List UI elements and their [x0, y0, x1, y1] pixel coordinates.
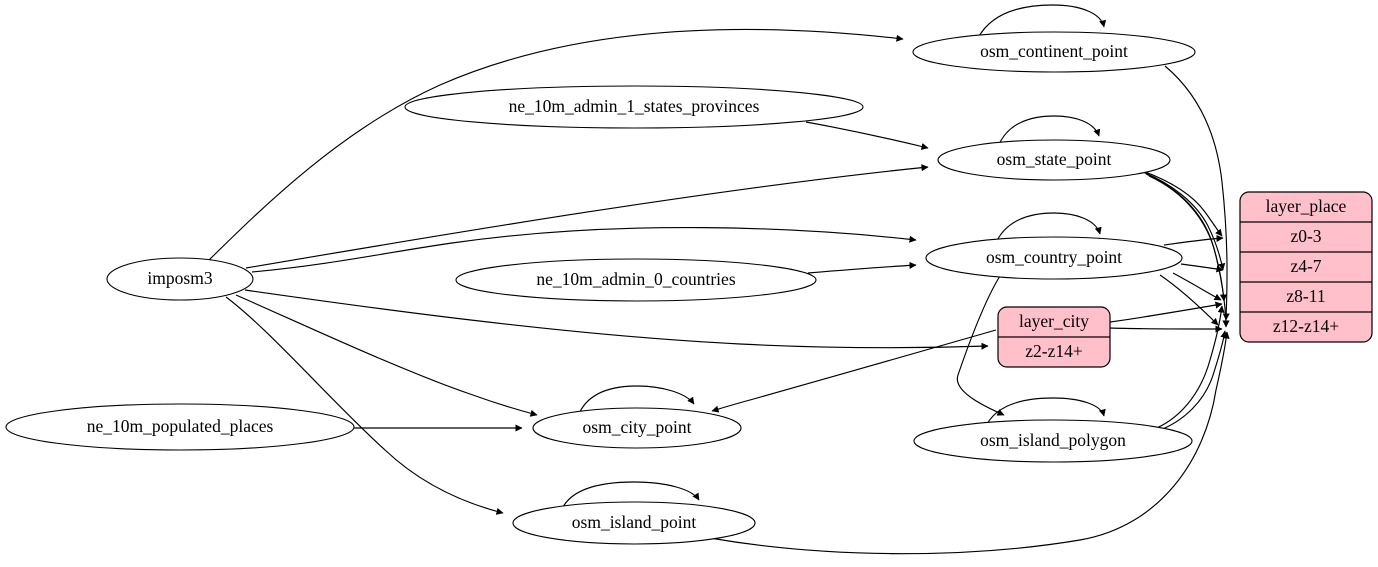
- record-header-layer_city: layer_city: [1019, 311, 1089, 331]
- edge-layer_city_z2_14-to-layer_place_z12_14: [1109, 325, 1223, 333]
- edge-imposm3-to-osm_city_point: [235, 294, 538, 417]
- node-imposm3[interactable]: imposm3: [106, 257, 254, 301]
- node-label-ne_10m_admin_1_states_provinces: ne_10m_admin_1_states_provinces: [509, 96, 760, 116]
- edge-imposm3-to-osm_state_point: [245, 164, 929, 269]
- node-shape-osm_island_polygon: [913, 419, 1193, 463]
- edge-osm_island_polygon-to-layer_place_z12_14: [1154, 330, 1228, 433]
- node-label-osm_continent_point: osm_continent_point: [980, 41, 1128, 61]
- node-label-osm_island_polygon: osm_island_polygon: [980, 430, 1126, 450]
- node-label-ne_10m_populated_places: ne_10m_populated_places: [87, 416, 274, 436]
- node-shape-ne_10m_populated_places: [5, 403, 355, 451]
- node-label-osm_state_point: osm_state_point: [997, 149, 1112, 169]
- edge-self-loop-osm_country_point: [994, 212, 1102, 246]
- edge-osm_country_point-to-layer_place_z4_7: [1180, 263, 1224, 273]
- edge-osm_country_point-to-layer_place_z12_14: [1159, 274, 1219, 326]
- record-row-layer_place_z12_14[interactable]: z12-z14+: [1273, 316, 1339, 336]
- edge-layer: [207, 4, 1230, 555]
- edge-osm_state_point-to-layer_place_z4_7: [1142, 171, 1226, 271]
- node-shape-ne_10m_admin_1_states_provinces: [404, 85, 864, 129]
- record-header-layer_place: layer_place: [1266, 196, 1347, 216]
- edge-imposm3-to-osm_continent_point: [207, 28, 904, 262]
- node-shape-osm_state_point: [937, 139, 1171, 181]
- node-osm_city_point[interactable]: osm_city_point: [532, 407, 742, 449]
- record-row-layer_place_z0_3[interactable]: z0-3: [1290, 226, 1321, 246]
- node-label-ne_10m_admin_0_countries: ne_10m_admin_0_countries: [536, 269, 735, 289]
- record-layer_place[interactable]: layer_place z0-3 z4-7 z8-11 z12-z14+: [1239, 191, 1373, 343]
- node-osm_state_point[interactable]: osm_state_point: [937, 139, 1171, 181]
- edge-self-loop-osm_city_point: [577, 385, 695, 417]
- node-shape-osm_city_point: [532, 407, 742, 449]
- edge-osm_country_point-to-osm_island_polygon: [956, 275, 1005, 416]
- node-ne_10m_admin_0_countries[interactable]: ne_10m_admin_0_countries: [455, 258, 817, 302]
- node-osm_island_point[interactable]: osm_island_point: [512, 501, 756, 545]
- node-shape-osm_country_point: [925, 236, 1183, 280]
- edge-osm_island_polygon-to-layer_place_z8_11: [1151, 305, 1225, 431]
- edge-osm_continent_point-to-layer_place_z12_14: [1164, 65, 1230, 321]
- edge-osm_country_point-to-layer_place_z0_3: [1163, 234, 1224, 246]
- record-row-layer_place_z8_11[interactable]: z8-11: [1286, 286, 1325, 306]
- node-layer: osm_continent_point ne_10m_admin_1_states…: [5, 31, 1196, 545]
- node-ne_10m_populated_places[interactable]: ne_10m_populated_places: [5, 403, 355, 451]
- edge-self-loop-osm_continent_point: [977, 4, 1107, 39]
- node-shape-imposm3: [106, 257, 254, 301]
- node-ne_10m_admin_1_states_provinces[interactable]: ne_10m_admin_1_states_provinces: [404, 85, 864, 129]
- record-layer_city[interactable]: layer_city z2-z14+: [997, 306, 1111, 368]
- edge-layer_city_z2_14-to-osm_city_point: [711, 329, 997, 413]
- node-osm_country_point[interactable]: osm_country_point: [925, 236, 1183, 280]
- node-label-osm_island_point: osm_island_point: [572, 512, 697, 532]
- node-osm_island_polygon[interactable]: osm_island_polygon: [913, 419, 1193, 463]
- edge-self-loop-osm_island_polygon: [984, 397, 1106, 429]
- node-shape-ne_10m_admin_0_countries: [455, 258, 817, 302]
- node-shape-osm_island_point: [512, 501, 756, 545]
- node-shape-osm_continent_point: [912, 31, 1196, 73]
- edge-self-loop-osm_island_point: [560, 481, 700, 512]
- edge-osm_island_point-to-layer_place_z12_14: [709, 331, 1230, 555]
- node-label-osm_country_point: osm_country_point: [986, 247, 1122, 267]
- node-osm_continent_point[interactable]: osm_continent_point: [912, 31, 1196, 73]
- edge-ne_10m_admin_1_states_provinces-to-osm_state_point: [805, 121, 929, 150]
- record-layer: layer_place z0-3 z4-7 z8-11 z12-z14+ layer_ci…: [997, 191, 1373, 368]
- record-box-layer_place: [1239, 191, 1373, 343]
- edge-osm_state_point-to-layer_place_z12_14: [1148, 175, 1230, 328]
- edge-imposm3-to-osm_country_point: [251, 226, 917, 273]
- edge-osm_state_point-to-layer_place_z0_3: [1139, 169, 1223, 237]
- record-row-layer_place_z4_7[interactable]: z4-7: [1290, 256, 1321, 276]
- node-label-imposm3: imposm3: [147, 268, 212, 288]
- record-row-layer_city_z2_14[interactable]: z2-z14+: [1025, 341, 1083, 361]
- edge-ne_10m_admin_0_countries-to-osm_country_point: [807, 261, 917, 274]
- edge-self-loop-osm_state_point: [997, 115, 1101, 148]
- node-label-osm_city_point: osm_city_point: [583, 417, 692, 437]
- edge-imposm3-to-osm_island_point: [225, 296, 504, 515]
- edge-imposm3-to-layer_city_z2_14: [244, 289, 989, 350]
- edge-layer_city_z2_14-to-layer_place_z8_11: [1109, 301, 1223, 323]
- edge-osm_country_point-to-layer_place_z8_11: [1172, 272, 1222, 301]
